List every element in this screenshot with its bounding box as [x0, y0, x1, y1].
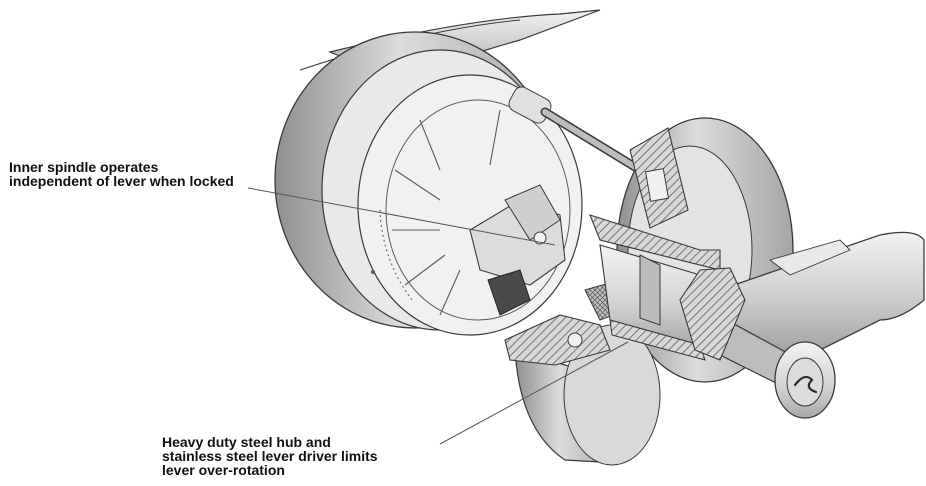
callout-steel-hub-line-1: Heavy duty steel hub and	[162, 434, 331, 450]
callout-steel-hub: Heavy duty steel hub and stainless steel…	[162, 435, 378, 477]
spindle-cutaway	[589, 127, 721, 361]
lower-rose	[514, 324, 661, 466]
through-bolt	[508, 86, 645, 175]
cylinder-face	[774, 341, 836, 419]
callout-inner-spindle: Inner spindle operates independent of le…	[9, 160, 234, 188]
callout-inner-spindle-line-2: independent of lever when locked	[9, 173, 234, 189]
callout-steel-hub-line-3: lever over-rotation	[162, 462, 285, 478]
callout-steel-hub-line-2: stainless steel lever driver limits	[162, 448, 378, 464]
leader-line-hub	[439, 341, 629, 445]
chassis-mechanism	[469, 184, 641, 366]
leader-line-spindle	[247, 187, 556, 246]
callout-inner-spindle-line-1: Inner spindle operates	[9, 159, 159, 175]
